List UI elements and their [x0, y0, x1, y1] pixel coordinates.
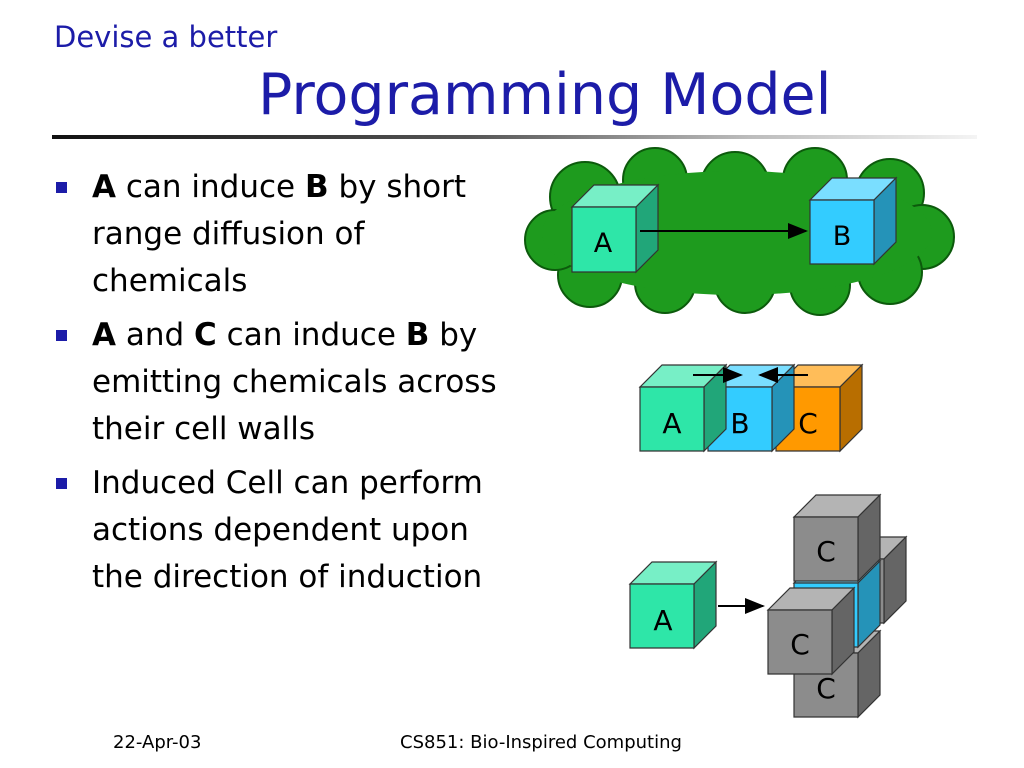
bullet-square-icon [56, 478, 67, 489]
cell-c-top-cube [792, 493, 882, 583]
cube-front-face [767, 609, 833, 675]
cube-front-face [809, 199, 875, 265]
direction-a-label: A [653, 604, 672, 637]
cell-a-cube [638, 363, 728, 453]
cell-a-cube [628, 560, 718, 650]
cube-front-face [571, 206, 637, 273]
wall-c-label: C [798, 407, 818, 440]
direction-c-front-label: C [790, 628, 810, 661]
bullet-text-3: Induced Cell can perform actions depende… [92, 465, 483, 595]
bullet-item-2: A and C can induce B by emitting chemica… [56, 312, 516, 453]
bullet-text-1: A can induce B by short range diffusion … [92, 169, 466, 299]
bullet-square-icon [56, 182, 67, 193]
wall-b-label: B [730, 407, 749, 440]
cell-a-label: A [594, 228, 613, 259]
title-divider [52, 135, 977, 139]
cube-front-face [793, 516, 859, 582]
direction-c-bottom-label: C [816, 672, 836, 705]
footer-course: CS851: Bio-Inspired Computing [400, 732, 682, 753]
footer-date: 22-Apr-03 [113, 732, 202, 753]
cell-b-cube [808, 176, 898, 266]
slide-subtitle: Devise a better [54, 20, 278, 54]
cube-front-face [639, 386, 705, 452]
cube-front-face [629, 583, 695, 649]
bullet-text-2: A and C can induce B by emitting chemica… [92, 317, 497, 447]
bullet-square-icon [56, 330, 67, 341]
bullet-list: A can induce B by short range diffusion … [56, 164, 516, 608]
bullet-item-3: Induced Cell can perform actions depende… [56, 460, 516, 601]
direction-c-top-label: C [816, 535, 836, 568]
cell-c-front-cube [766, 586, 856, 676]
wall-a-label: A [662, 407, 681, 440]
cell-a-cube [570, 183, 660, 274]
slide-title: Programming Model [258, 62, 832, 128]
bullet-item-1: A can induce B by short range diffusion … [56, 164, 516, 305]
cell-b-label: B [833, 221, 852, 252]
